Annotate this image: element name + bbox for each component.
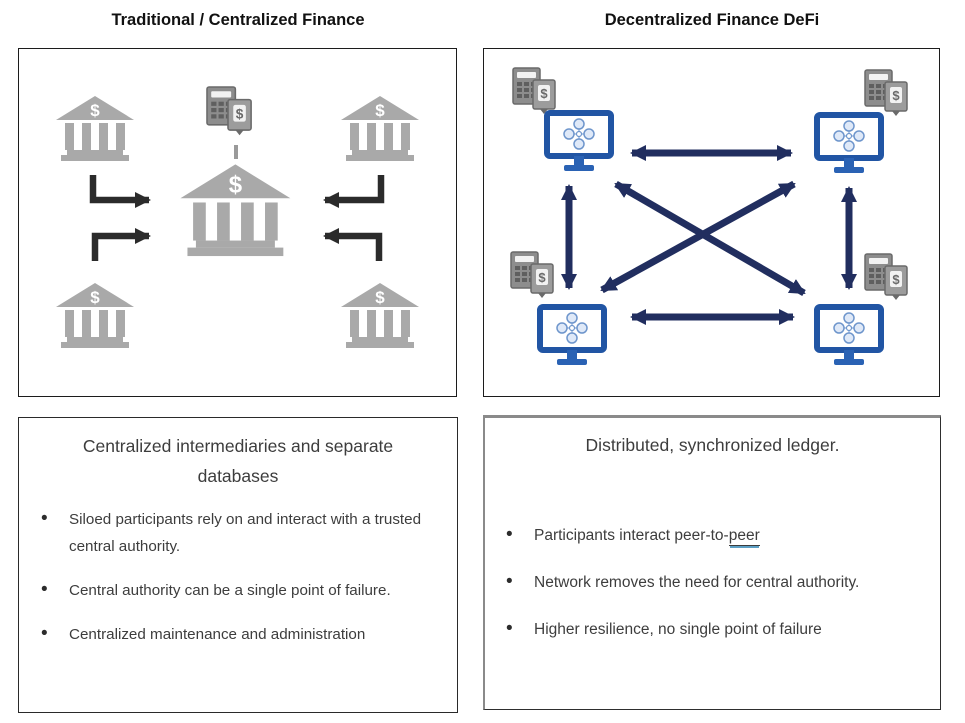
arrow-diagonal-tl-br bbox=[614, 180, 806, 297]
decentralized-finance-svg bbox=[510, 67, 908, 396]
bank-icon-top-right bbox=[341, 96, 419, 161]
calculator-money-icon-bottom-left bbox=[510, 251, 554, 299]
list-item: Central authority can be a single point … bbox=[41, 576, 435, 604]
centralized-card-heading: Centralized intermediaries and separate … bbox=[82, 436, 394, 486]
peer-link[interactable]: peer bbox=[728, 527, 760, 546]
bullet-text: Higher resilience, no single point of fa… bbox=[534, 621, 822, 638]
decentralized-finance-card: Distributed, synchronized ledger. Partic… bbox=[483, 415, 941, 710]
arrow-top-left-to-center bbox=[89, 175, 151, 208]
computer-node-icon-bottom-left bbox=[540, 307, 604, 365]
bank-icon-bottom-right bbox=[341, 283, 419, 348]
list-item: Centralized maintenance and administrati… bbox=[41, 620, 435, 648]
centralized-bullet-list: Siloed participants rely on and interact… bbox=[19, 505, 457, 648]
calculator-money-icon-bottom-right bbox=[864, 253, 908, 301]
computer-node-icon-bottom-right bbox=[817, 307, 881, 365]
bank-icons-group bbox=[56, 96, 419, 348]
bank-icon-central-authority bbox=[180, 164, 291, 257]
calculator-money-icon-top-right bbox=[864, 69, 908, 117]
computer-node-icon-top-left bbox=[547, 113, 611, 171]
arrow-diagonal-tr-bl bbox=[600, 180, 796, 294]
peer-arrows-group bbox=[561, 145, 857, 325]
list-item: Siloed participants rely on and interact… bbox=[41, 505, 435, 560]
calculator-money-icon bbox=[206, 86, 252, 137]
left-column-title: Traditional / Centralized Finance bbox=[111, 11, 365, 29]
right-column-title: Decentralized Finance DeFi bbox=[604, 11, 820, 29]
centralized-finance-diagram: $ $ bbox=[18, 48, 457, 397]
bullet-text: Network removes the need for central aut… bbox=[534, 574, 860, 591]
centralized-finance-svg: $ $ bbox=[56, 86, 419, 348]
computer-node-icon-top-right bbox=[817, 115, 881, 173]
bullet-text: Participants interact peer-to- bbox=[534, 527, 729, 544]
list-item: Higher resilience, no single point of fa… bbox=[506, 615, 884, 644]
bank-icon-bottom-left bbox=[56, 283, 134, 348]
arrow-bottom-right-to-center bbox=[323, 228, 383, 261]
centralized-finance-card: Centralized intermediaries and separate … bbox=[18, 417, 458, 713]
arrow-top-right-to-center bbox=[323, 175, 385, 208]
centralized-arrows-group bbox=[89, 175, 385, 261]
decentralized-bullet-list: Participants interact peer-to-peer Netwo… bbox=[485, 521, 940, 644]
decentralized-finance-diagram bbox=[483, 48, 940, 397]
list-item: Participants interact peer-to-peer bbox=[506, 521, 884, 550]
bank-icon-top-left bbox=[56, 96, 134, 161]
calculator-money-icon-top-left bbox=[512, 67, 556, 115]
decentralized-card-heading: Distributed, synchronized ledger. bbox=[585, 435, 840, 455]
arrow-bottom-left-to-center bbox=[91, 228, 151, 261]
list-item: Network removes the need for central aut… bbox=[506, 568, 884, 597]
